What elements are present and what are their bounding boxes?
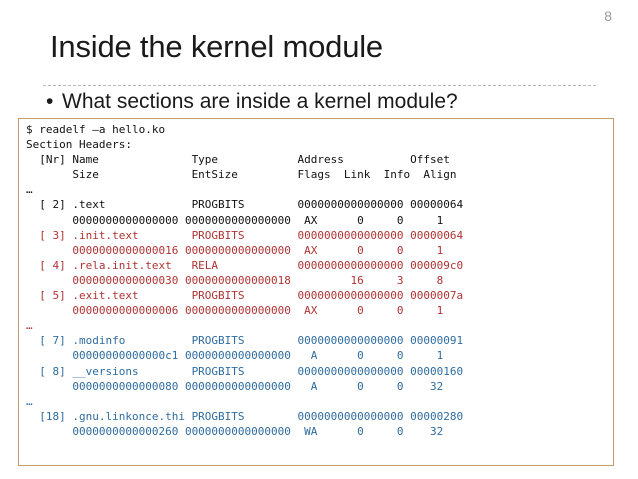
terminal-line: 00000000000000c1 0000000000000000 A 0 0 … xyxy=(26,349,444,363)
bullet-item: • What sections are inside a kernel modul… xyxy=(46,89,458,115)
terminal-line: [ 2] .text PROGBITS 0000000000000000 000… xyxy=(26,198,464,212)
terminal-line: [ 3] .init.text PROGBITS 000000000000000… xyxy=(26,228,464,242)
terminal-line: [Nr] Name Type Address Offset xyxy=(26,153,450,167)
terminal-line: $ readelf –a hello.ko xyxy=(26,123,166,136)
terminal-line: … xyxy=(26,394,33,408)
terminal-line: 0000000000000030 0000000000000018 16 3 8 xyxy=(26,273,444,287)
terminal-line: [ 8] __versions PROGBITS 000000000000000… xyxy=(26,364,464,378)
terminal-line: Section Headers: xyxy=(26,138,132,152)
terminal-line: 0000000000000006 0000000000000000 AX 0 0… xyxy=(26,304,444,318)
page-title: Inside the kernel module xyxy=(50,29,383,64)
bullet-dot-icon: • xyxy=(46,90,54,113)
bullet-item-label: What sections are inside a kernel module… xyxy=(62,90,458,113)
terminal-line: … xyxy=(26,183,33,197)
terminal-line: 0000000000000000 0000000000000000 AX 0 0… xyxy=(26,213,444,227)
terminal-line: 0000000000000016 0000000000000000 AX 0 0… xyxy=(26,243,444,257)
terminal-line: [ 7] .modinfo PROGBITS 0000000000000000 … xyxy=(26,334,464,348)
terminal-line: … xyxy=(26,319,33,333)
terminal-line: 0000000000000080 0000000000000000 A 0 0 … xyxy=(26,379,444,393)
page-number: 8 xyxy=(604,8,612,24)
terminal-line: [ 5] .exit.text PROGBITS 000000000000000… xyxy=(26,289,464,303)
terminal-line: [ 4] .rela.init.text RELA 00000000000000… xyxy=(26,258,464,272)
terminal-line: [18] .gnu.linkonce.thi PROGBITS 00000000… xyxy=(26,409,464,423)
terminal-line: 0000000000000260 0000000000000000 WA 0 0… xyxy=(26,424,444,438)
title-divider xyxy=(43,85,596,86)
terminal-line: Size EntSize Flags Link Info Align xyxy=(26,168,457,182)
